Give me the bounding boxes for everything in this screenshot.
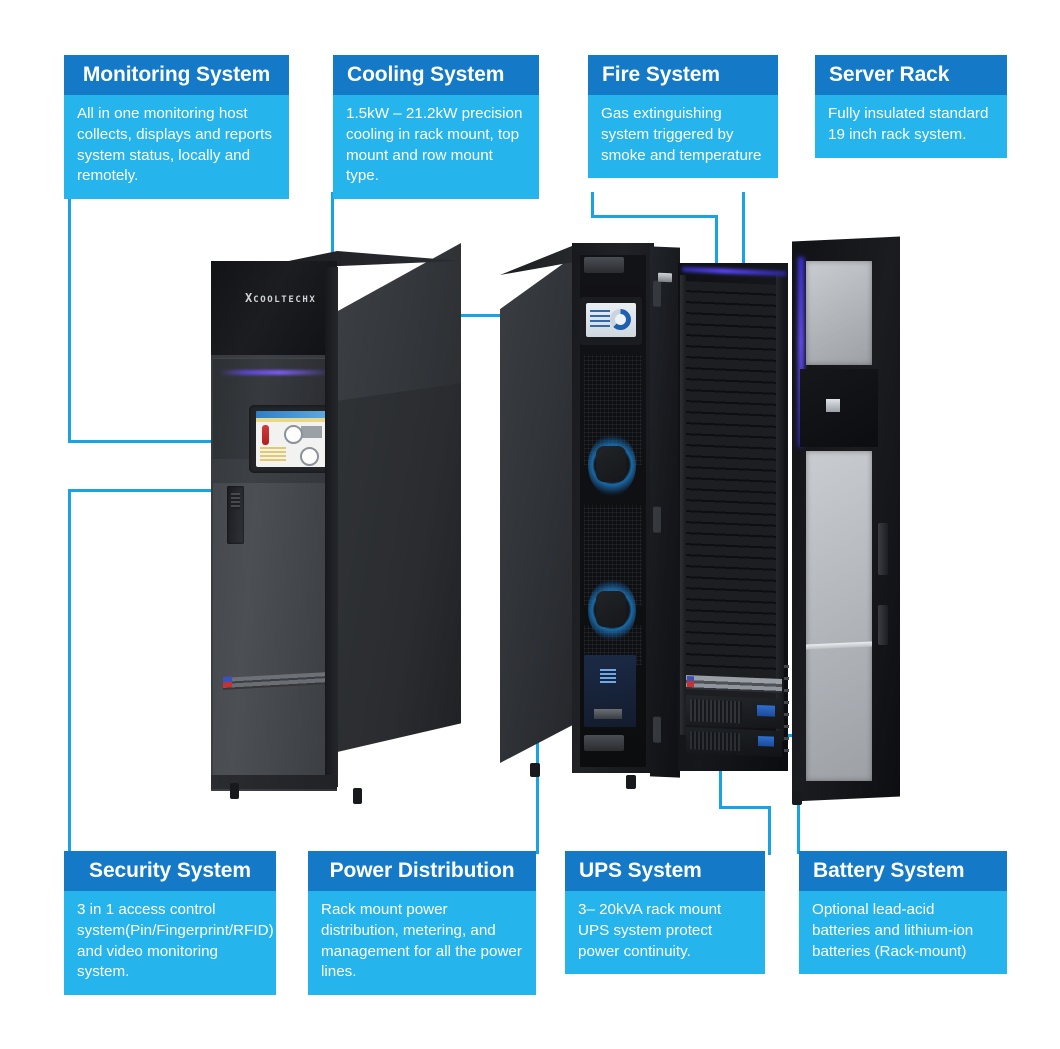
callout-monitoring-system[interactable]: Monitoring System All in one monitoring …: [64, 55, 289, 200]
rack-screw-holes: [784, 664, 789, 756]
callout-body: Rack mount power distribution, metering,…: [308, 891, 536, 996]
rack-left-side-panel: [500, 253, 578, 763]
hmi-chart-block: [301, 426, 322, 438]
callout-body: 3– 20kVA rack mount UPS system protect p…: [565, 891, 765, 975]
fan-hub-icon: [596, 446, 626, 482]
cabinet-foot: [230, 783, 239, 799]
control-panel-readout: [600, 669, 616, 683]
brand-wordmark: COOLTECHX: [253, 295, 317, 305]
leader-line-monitoring-horizontal: [68, 440, 268, 443]
cooling-fan-module-lower: [584, 575, 640, 649]
cooling-fan-module-upper: [584, 430, 640, 504]
leader-line-security-horizontal: [68, 489, 226, 492]
callout-title: Fire System: [588, 55, 778, 95]
callout-title: Cooling System: [333, 55, 539, 95]
leader-line-fire-vertical-b: [715, 215, 718, 288]
battery-display-icon: [758, 736, 774, 747]
temperature-gauge-icon: [262, 425, 269, 445]
open-rack-illustration: [500, 235, 900, 815]
leader-line-security-vertical: [68, 489, 71, 853]
leader-line-fire-horizontal: [591, 215, 718, 218]
leader-line-ups-vertical-a: [768, 808, 771, 855]
battery-module: [686, 726, 782, 758]
callout-title: Server Rack: [815, 55, 1007, 95]
hmi-toolbar: [256, 418, 326, 422]
callout-body: 1.5kW – 21.2kW precision cooling in rack…: [333, 95, 539, 200]
hmi-touchscreen[interactable]: [256, 411, 326, 467]
glass-pane-upper: [806, 261, 872, 365]
ups-unit: [686, 694, 782, 730]
callout-title: Monitoring System: [64, 55, 289, 95]
hmi-dial-icon-1: [284, 425, 303, 444]
fingerprint-reader-icon: [231, 493, 240, 509]
indicator-light-icon: [223, 676, 232, 688]
glass-door-handle-lower[interactable]: [878, 605, 888, 645]
rack-open-front-door[interactable]: [650, 246, 680, 778]
callout-title: Battery System: [799, 851, 1007, 891]
door-hinge-icon: [653, 280, 661, 307]
rack-foot: [792, 791, 802, 805]
callout-body: Gas extinguishing system triggered by sm…: [588, 95, 778, 179]
leader-line-monitoring-vertical: [68, 193, 71, 443]
callout-server-rack[interactable]: Server Rack Fully insulated standard 19 …: [815, 55, 1007, 158]
control-panel-module: [584, 655, 636, 727]
ups-display-icon: [757, 704, 775, 717]
callout-body: 3 in 1 access control system(Pin/Fingerp…: [64, 891, 276, 996]
door-lock-icon[interactable]: [658, 272, 672, 283]
callout-ups-system[interactable]: UPS System 3– 20kVA rack mount UPS syste…: [565, 851, 765, 975]
glass-pane-lower: [806, 451, 872, 781]
brand-x-mark: X: [245, 291, 253, 305]
glass-door-handle-upper[interactable]: [878, 523, 888, 575]
access-control-handle[interactable]: [227, 486, 244, 544]
callout-body: Fully insulated standard 19 inch rack sy…: [815, 95, 1007, 158]
leader-line-ups-horizontal: [719, 806, 771, 809]
hmi-data-rows: [260, 447, 286, 463]
battery-vent-grille: [690, 731, 740, 752]
cabinet-base: [211, 775, 337, 789]
callout-title: Security System: [64, 851, 276, 891]
rack-foot: [530, 763, 540, 777]
hmi-dial-icon-2: [300, 447, 319, 466]
callout-battery-system[interactable]: Battery System Optional lead-acid batter…: [799, 851, 1007, 975]
callout-title: UPS System: [565, 851, 765, 891]
callout-body: Optional lead-acid batteries and lithium…: [799, 891, 1007, 975]
leader-line-fire-vertical-a: [591, 192, 594, 218]
door-hinge-icon: [653, 506, 661, 533]
cabinet-top-bezel: [211, 261, 337, 355]
callout-fire-system[interactable]: Fire System Gas extinguishing system tri…: [588, 55, 778, 179]
rack-top-module: [584, 257, 624, 273]
rack-foot: [626, 775, 636, 789]
cooling-gauge-icon: [610, 309, 631, 330]
cabinet-foot: [353, 788, 362, 804]
control-panel-label: [594, 709, 622, 719]
rack-bottom-module: [584, 735, 624, 751]
cabinet-edge-shadow: [325, 267, 338, 787]
callout-body: All in one monitoring host collects, dis…: [64, 95, 289, 200]
hmi-titlebar: [256, 411, 326, 418]
fan-hub-icon: [596, 591, 626, 627]
led-strip-icon: [219, 370, 329, 375]
pdu-indicator-icon: [687, 676, 694, 688]
rack-blanking-panels: [686, 281, 778, 715]
callout-power-distribution[interactable]: Power Distribution Rack mount power dist…: [308, 851, 536, 996]
closed-cabinet-illustration: XCOOLTECHX: [205, 243, 461, 804]
cooling-unit-display[interactable]: [586, 303, 636, 337]
callout-title: Power Distribution: [308, 851, 536, 891]
door-sensor-icon: [826, 399, 840, 412]
callout-cooling-system[interactable]: Cooling System 1.5kW – 21.2kW precision …: [333, 55, 539, 200]
brand-logo: XCOOLTECHX: [245, 291, 316, 305]
cabinet-side-panel-lower: [333, 383, 461, 753]
rack-mounting-rail-right: [776, 270, 784, 742]
ups-vent-grille: [690, 699, 742, 724]
cooling-display-readout: [590, 310, 610, 330]
callout-security-system[interactable]: Security System 3 in 1 access control sy…: [64, 851, 276, 996]
glass-door-center-panel: [800, 369, 878, 447]
door-hinge-icon: [653, 716, 661, 743]
